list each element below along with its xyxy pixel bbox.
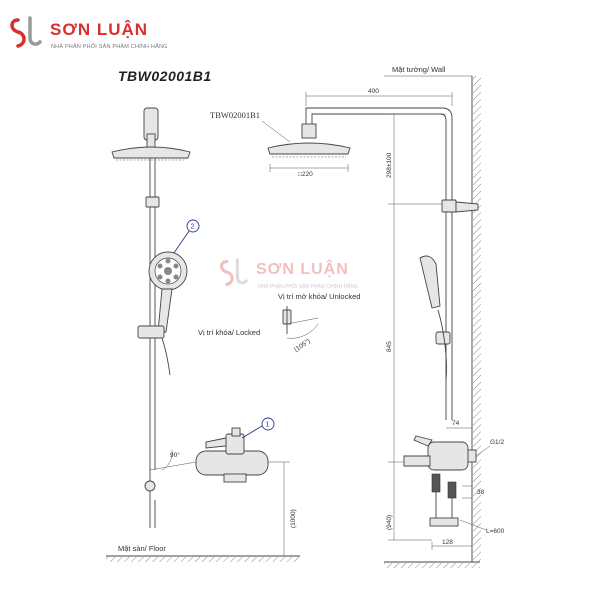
front-hand-shower — [148, 251, 188, 333]
side-shower-arm — [305, 107, 453, 420]
front-view: 90° (1000) Mặt sàn/ Floor 2 1 — [106, 107, 300, 562]
callout-1: 1 — [241, 417, 275, 439]
dim-main-height: 845 — [386, 341, 393, 352]
callout-2: 2 — [173, 219, 200, 254]
dim-head-height: 298±100 — [386, 152, 393, 178]
front-pipe-joint — [145, 196, 160, 208]
lock-detail: Vị trí mở khóa/ Unlocked Vị trí khóa/ Lo… — [198, 292, 360, 354]
dim-hose-length: L=600 — [486, 528, 505, 535]
shower-head-model-label: TBW02001B1 — [210, 110, 260, 120]
front-hose — [161, 337, 171, 376]
front-slide-holder — [137, 325, 165, 339]
side-view: Mặt tường/ Wall TBW02001B1 400 □220 298±… — [210, 65, 505, 568]
watermark: SƠN LUẬN NHÀ PHÂN PHỐI SẢN PHẨM CHÍNH HÃ… — [218, 256, 388, 298]
dim-arm-length: 400 — [368, 88, 379, 95]
side-hand-shower — [419, 255, 451, 381]
logo-mark-icon — [10, 16, 42, 48]
brand-logo: SƠN LUẬN NHÀ PHÂN PHỐI SẢN PHẨM CHÍNH HÃ… — [8, 14, 188, 54]
watermark-mark-icon — [220, 258, 248, 287]
brand-name: SƠN LUẬN — [50, 20, 149, 39]
dim-valve-depth: 74 — [452, 420, 460, 427]
watermark-tagline: NHÀ PHÂN PHỐI SẢN PHẨM CHÍNH HÃNG — [258, 284, 359, 290]
dim-angle-lock: (105°) — [293, 337, 312, 354]
locked-label: Vị trí khóa/ Locked — [198, 328, 260, 337]
brand-tagline: NHÀ PHÂN PHỐI SẢN PHẨM CHÍNH HÃNG — [51, 44, 168, 50]
dim-outlet-depth: 128 — [442, 539, 453, 546]
svg-text:1: 1 — [266, 422, 270, 429]
unlocked-label: Vị trí mở khóa/ Unlocked — [278, 292, 360, 301]
dim-valve-height-front: (1000) — [290, 509, 297, 528]
wall-label: Mặt tường/ Wall — [392, 65, 446, 74]
side-mixer-valve — [403, 435, 477, 527]
dim-thread: G1/2 — [490, 439, 504, 446]
dim-spacing: 38 — [477, 489, 485, 496]
front-shower-head — [111, 107, 191, 161]
watermark-name: SƠN LUẬN — [256, 261, 349, 278]
dim-head-diameter: □220 — [298, 171, 313, 178]
svg-text:2: 2 — [191, 224, 195, 231]
front-mixer-valve — [195, 427, 269, 483]
side-shower-head — [267, 123, 351, 158]
model-title: TBW02001B1 — [118, 68, 212, 84]
dim-valve-height-side: (940) — [386, 515, 393, 530]
dim-angle-front: 90° — [170, 451, 180, 459]
floor-label: Mặt sàn/ Floor — [118, 544, 166, 553]
